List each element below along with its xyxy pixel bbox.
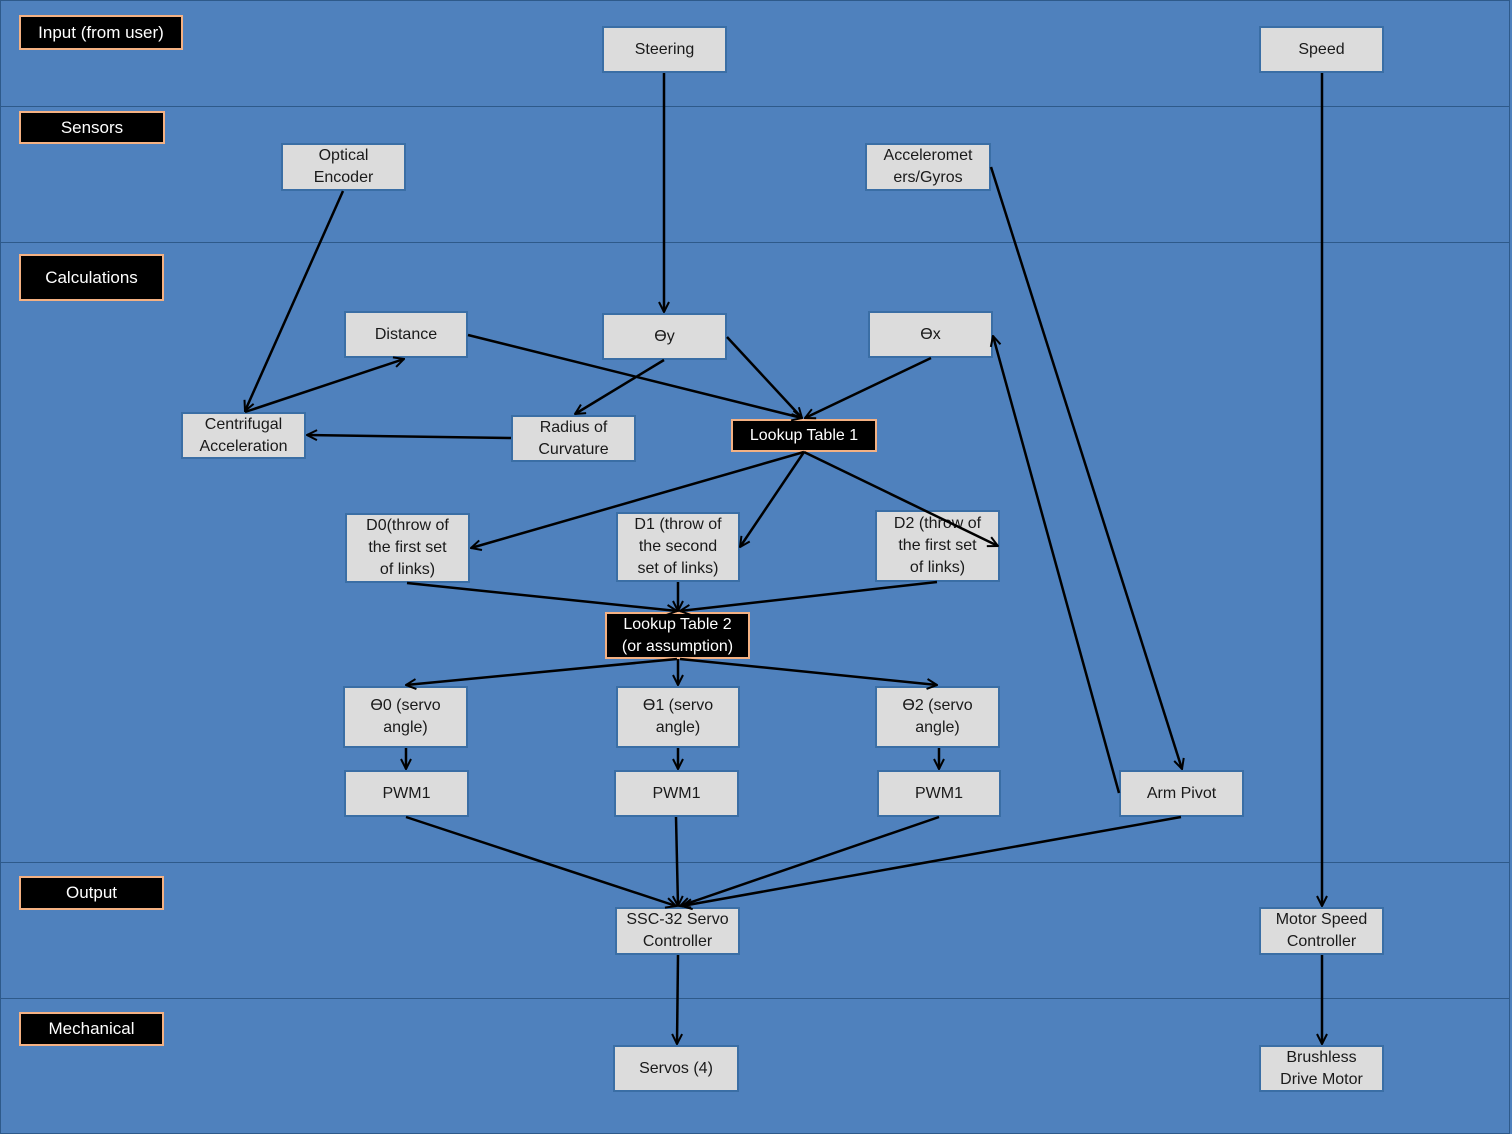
node-d2: D2 (throw of the first set of links) (875, 510, 1000, 582)
lane-label-output: Output (19, 876, 164, 910)
node-servos: Servos (4) (613, 1045, 739, 1092)
node-theta-1: ϴ1 (servo angle) (616, 686, 740, 748)
node-accelerometers-gyros: Acceleromet ers/Gyros (865, 143, 991, 191)
lane-sensors (0, 106, 1510, 243)
lane-label-mechanical: Mechanical (19, 1012, 164, 1046)
node-brushless-drive-motor: Brushless Drive Motor (1259, 1045, 1384, 1092)
node-theta-x: ϴx (868, 311, 993, 358)
lane-label-sensors: Sensors (19, 111, 165, 144)
lane-calculations (0, 242, 1510, 863)
node-arm-pivot: Arm Pivot (1119, 770, 1244, 817)
lane-input (0, 0, 1510, 107)
node-optical-encoder: Optical Encoder (281, 143, 406, 191)
lane-label-calculations: Calculations (19, 254, 164, 301)
node-d0: D0(throw of the first set of links) (345, 513, 470, 583)
node-pwm-b: PWM1 (614, 770, 739, 817)
node-steering: Steering (602, 26, 727, 73)
node-radius-of-curvature: Radius of Curvature (511, 415, 636, 462)
node-centrifugal-acceleration: Centrifugal Acceleration (181, 412, 306, 459)
node-lookup-table-2: Lookup Table 2 (or assumption) (605, 612, 750, 659)
node-motor-speed-controller: Motor Speed Controller (1259, 907, 1384, 955)
node-ssc32-servo-controller: SSC-32 Servo Controller (615, 907, 740, 955)
node-theta-0: ϴ0 (servo angle) (343, 686, 468, 748)
node-lookup-table-1: Lookup Table 1 (731, 419, 877, 452)
node-pwm-a: PWM1 (344, 770, 469, 817)
node-distance: Distance (344, 311, 468, 358)
lane-label-input: Input (from user) (19, 15, 183, 50)
node-d1: D1 (throw of the second set of links) (616, 512, 740, 582)
node-theta-2: ϴ2 (servo angle) (875, 686, 1000, 748)
node-pwm-c: PWM1 (877, 770, 1001, 817)
node-speed: Speed (1259, 26, 1384, 73)
node-theta-y: ϴy (602, 313, 727, 360)
